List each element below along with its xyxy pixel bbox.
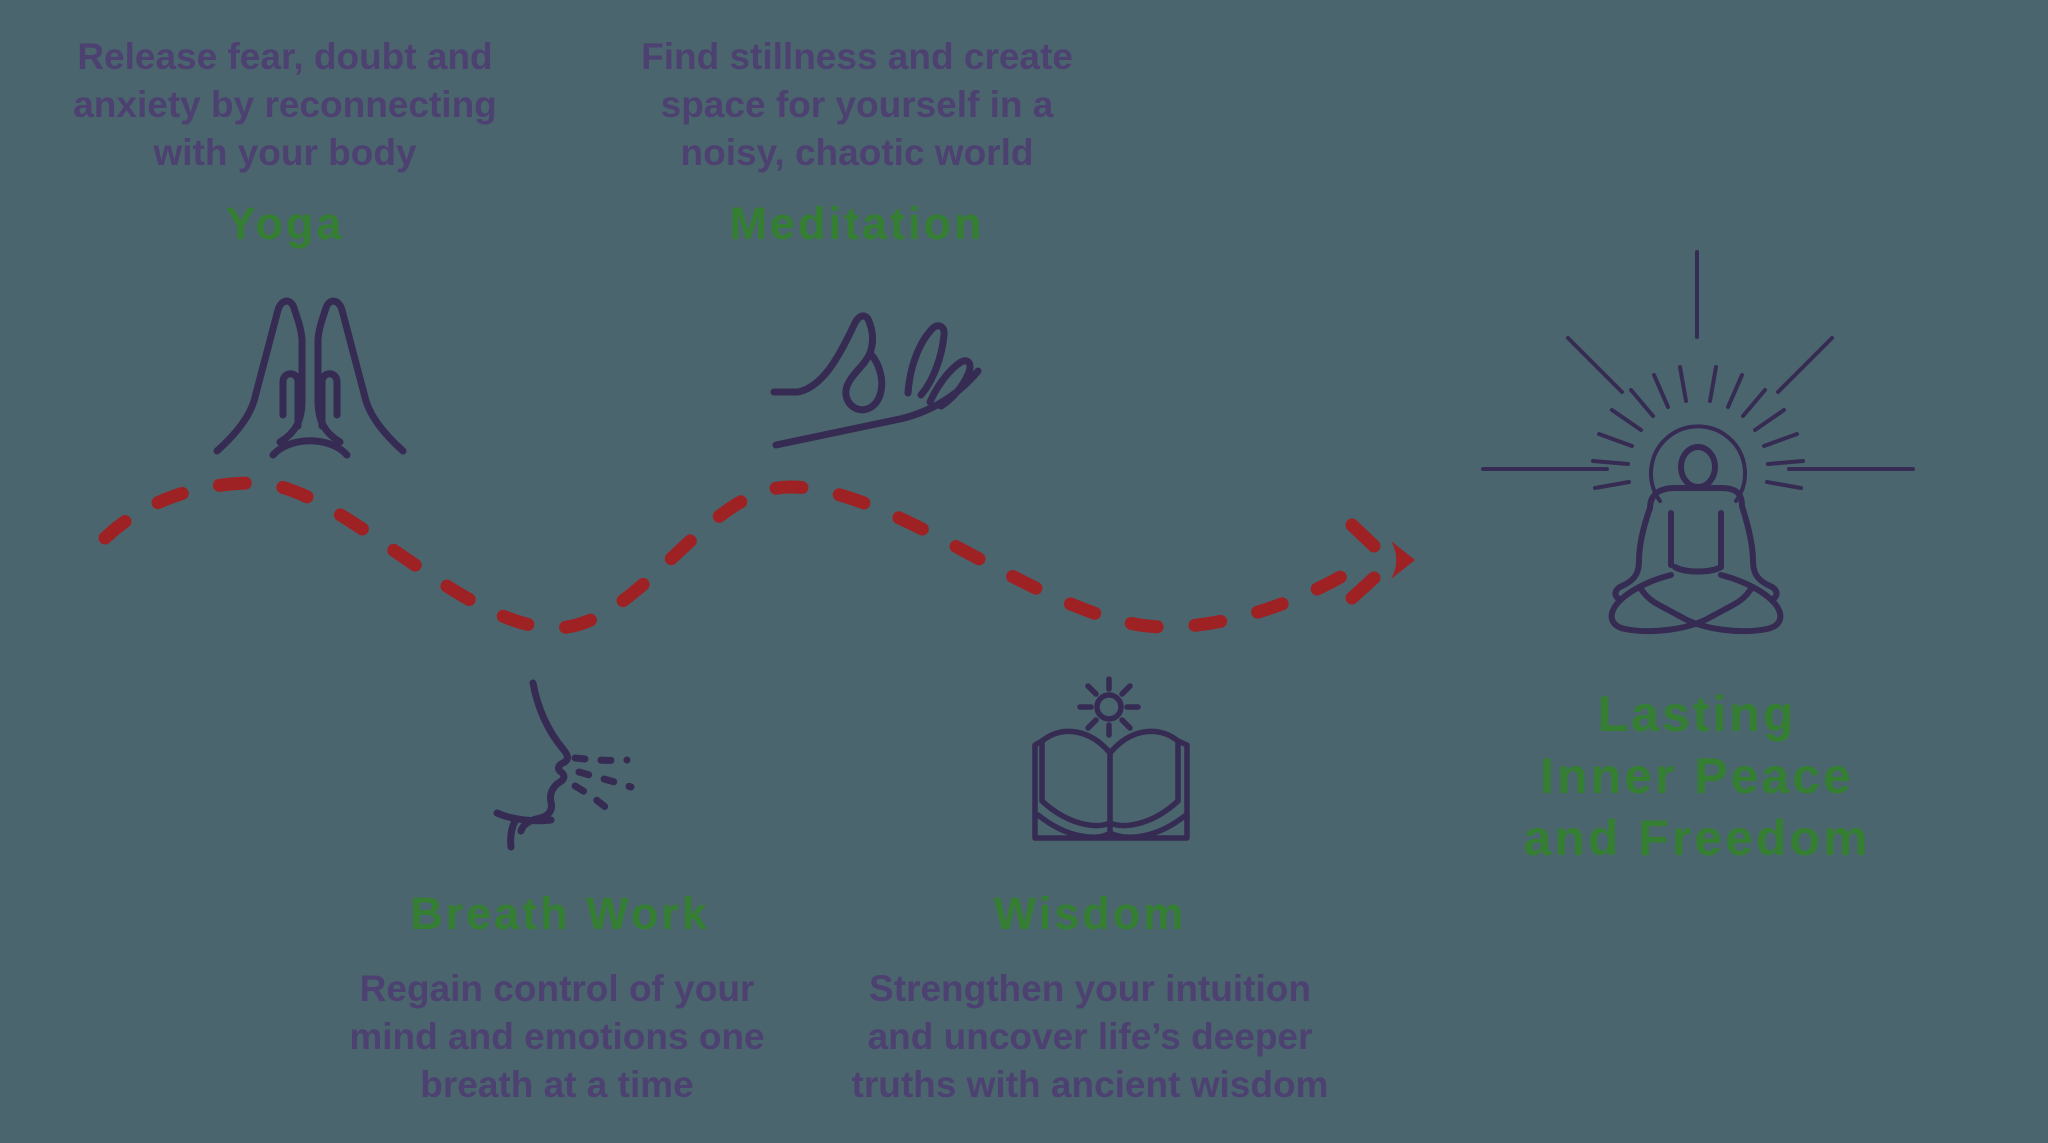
description-line: truths with ancient wisdom <box>851 1064 1329 1105</box>
yoga-title: Yoga <box>225 198 345 249</box>
description-line: anxiety by reconnecting <box>73 84 497 125</box>
meditation-description: Find stillness and create space for your… <box>587 33 1127 177</box>
description-line: breath at a time <box>420 1064 694 1105</box>
description-line: and uncover life’s deeper <box>867 1016 1313 1057</box>
praying-hands-icon <box>213 297 407 459</box>
description-line: Strengthen your intuition <box>869 968 1311 1009</box>
description-line: noisy, chaotic world <box>680 132 1034 173</box>
breathing-face-icon <box>493 679 635 851</box>
goal-title-line: and Freedom <box>1523 810 1871 866</box>
wisdom-title: Wisdom <box>993 888 1187 939</box>
description-line: Find stillness and create <box>641 36 1073 77</box>
description-line: space for yourself in a <box>660 84 1054 125</box>
breath-work-description: Regain control of your mind and emotions… <box>297 965 817 1109</box>
goal-title-line: Lasting <box>1597 686 1797 742</box>
description-line: with your body <box>153 132 417 173</box>
mudra-hand-icon <box>770 312 982 449</box>
goal-title-line: Inner Peace <box>1540 748 1854 804</box>
breath-work-title: Breath Work <box>410 888 710 939</box>
wisdom-description: Strengthen your intuition and uncover li… <box>820 965 1360 1109</box>
meditating-person-icon <box>1481 250 1915 635</box>
description-line: Release fear, doubt and <box>77 36 493 77</box>
yoga-description: Release fear, doubt and anxiety by recon… <box>15 33 555 177</box>
description-line: Regain control of your <box>359 968 755 1009</box>
description-line: mind and emotions one <box>349 1016 765 1057</box>
goal-title: Lasting Inner Peace and Freedom <box>1437 683 1957 869</box>
open-book-sun-icon <box>1032 676 1190 841</box>
journey-path-arrow <box>98 476 1415 635</box>
meditation-title: Meditation <box>729 198 985 249</box>
